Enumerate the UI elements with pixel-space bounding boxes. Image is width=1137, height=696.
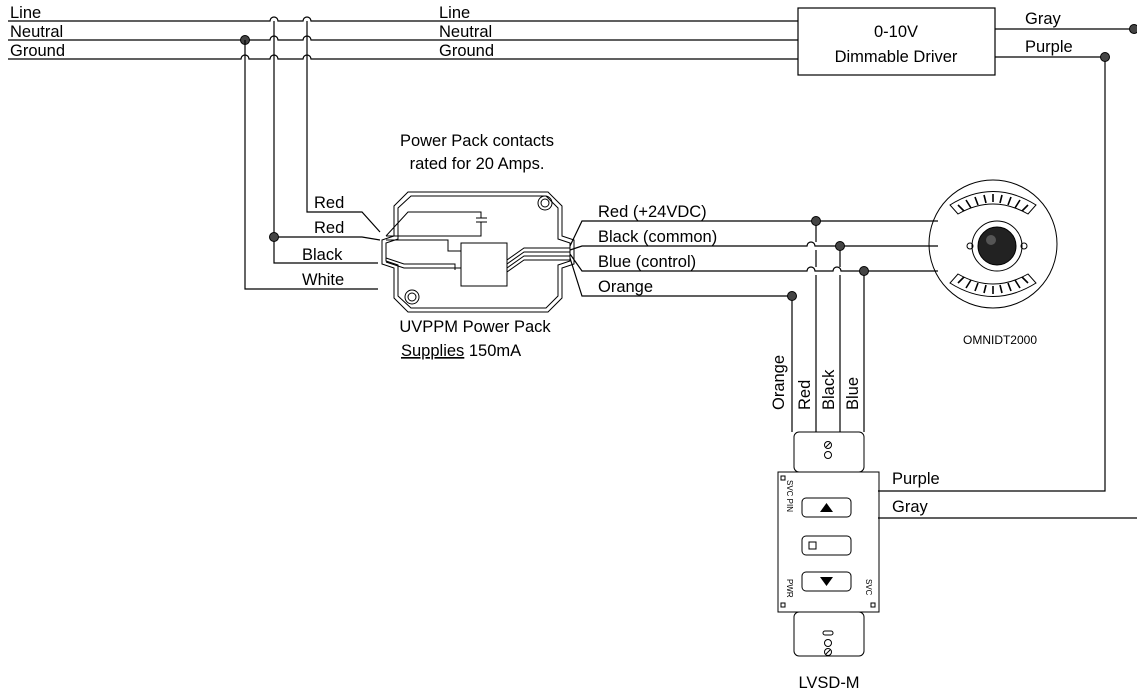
output-blue-label: Blue (control) [598,253,696,271]
driver-purple-label: Purple [1025,38,1073,56]
driver-title-line1: 0-10V [874,23,918,41]
power-pack-body [381,191,575,313]
driver-purple-junction-dot [1100,52,1110,62]
down-arrow-icon [820,577,833,586]
mains-line-label: Line [10,4,41,22]
red-junction-dot [269,232,279,242]
dimmable-driver-box [797,7,996,76]
power-pack-drops [244,21,381,290]
wall-switch-plate [777,431,880,657]
pp-input-red2-label: Red [314,219,344,237]
power-pack-note-line1: Power Pack contacts [400,132,554,150]
switch-black-wire-label: Black [820,369,838,410]
toggle-indicator-icon [808,541,817,550]
occupancy-sensor [928,179,1058,309]
low-voltage-wires [569,216,938,432]
power-pack-name: UVPPM Power Pack [399,318,551,336]
red-tap-dot [811,216,821,226]
pp-input-red1-label: Red [314,194,344,212]
output-black-label: Black (common) [598,228,717,246]
toggle-button[interactable] [801,535,852,556]
blue-tap-dot [859,266,869,276]
bus-ground-label: Ground [439,42,494,60]
orange-tap-dot [787,291,797,301]
switch-orange-wire-label: Orange [770,355,788,410]
switch-model-label: LVSD-M [798,674,859,692]
power-pack-supplies-label: Supplies 150mA [401,342,521,360]
switch-blue-wire-label: Blue [844,377,862,410]
black-tap-dot [835,241,845,251]
driver-gray-terminal-dot [1129,24,1137,34]
bus-line-label: Line [439,4,470,22]
mains-ground-label: Ground [10,42,65,60]
switch-red-wire-label: Red [796,380,814,410]
mains-bus [8,16,798,60]
lower-button[interactable] [801,571,852,592]
pp-input-white-label: White [302,271,344,289]
raise-button[interactable] [801,497,852,518]
power-pack-note-line2: rated for 20 Amps. [410,155,545,173]
bus-neutral-label: Neutral [439,23,492,41]
driver-title-line2: Dimmable Driver [835,48,958,66]
switch-purple-label: Purple [892,470,940,488]
up-arrow-icon [820,503,833,512]
driver-gray-label: Gray [1025,10,1062,28]
pp-input-black-label: Black [302,246,343,264]
pwr-label: PWR [785,579,794,598]
switch-gray-label: Gray [892,498,929,516]
sensor-model-label: OMNIDT2000 [963,333,1037,347]
svc-label: SVC [864,579,873,596]
output-orange-label: Orange [598,278,653,296]
svc-pin-label: SVC PIN [785,480,794,512]
output-red-label: Red (+24VDC) [598,203,707,221]
mains-neutral-label: Neutral [10,23,63,41]
